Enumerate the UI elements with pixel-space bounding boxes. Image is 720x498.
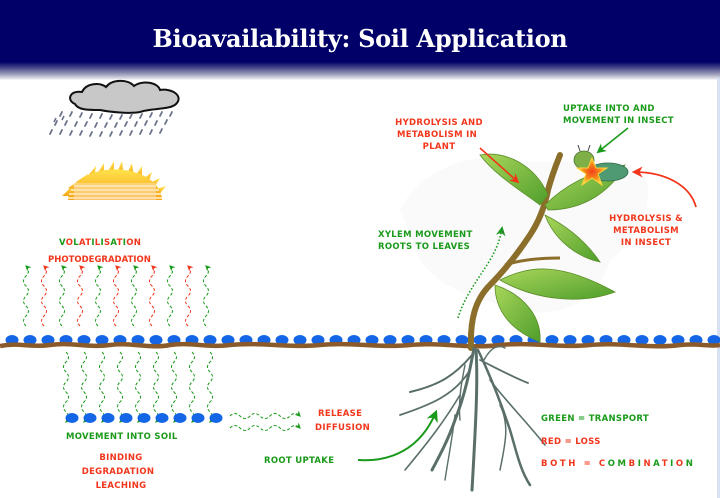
letter: N — [643, 459, 654, 469]
header-bar: Bioavailability: Soil Application — [0, 0, 720, 80]
label-line: DEGRADATION — [81, 467, 155, 477]
letter: I — [91, 238, 95, 248]
subsoil-particles — [65, 413, 223, 423]
letter: L — [73, 238, 79, 248]
letter: A — [653, 459, 662, 469]
xylem-movement-label: XYLEM MOVEMENT ROOTS TO LEAVES — [378, 229, 473, 253]
legend-both: BOTH = COMBINATION — [541, 458, 695, 470]
label-line: UPTAKE INTO AND — [563, 104, 655, 114]
slide-right-border — [717, 78, 720, 498]
soil-surface-line — [0, 341, 720, 349]
label-line: LEACHING — [95, 481, 147, 491]
arrow-insect-metabolism — [631, 166, 697, 208]
label-line: BINDING — [99, 453, 143, 463]
movement-into-soil-label: MOVEMENT INTO SOIL — [66, 432, 178, 442]
letter: O — [65, 238, 74, 248]
letter: L — [94, 238, 101, 248]
label-line: METABOLISM — [613, 226, 679, 236]
letter: I — [100, 238, 104, 248]
root-uptake-label: ROOT UPTAKE — [264, 456, 335, 466]
arrow-root-uptake — [357, 409, 438, 462]
label-line: HYDROLYSIS & — [609, 214, 683, 224]
label-line: IN INSECT — [620, 238, 672, 248]
legend-red: RED = LOSS — [541, 437, 601, 447]
impact-star-icon — [575, 156, 609, 187]
letter: T — [116, 238, 123, 248]
label-line: MOVEMENT IN INSECT — [563, 116, 674, 126]
label-line: PLANT — [422, 142, 456, 152]
volatilisation-label: VOLATILISATION — [59, 237, 141, 249]
hydrolysis-insect-label: HYDROLYSIS & METABOLISM IN INSECT — [603, 213, 689, 249]
letter: O — [126, 238, 134, 248]
diffusion-label: DIFFUSION — [315, 423, 371, 433]
letter: I — [122, 238, 127, 248]
letter: C — [598, 459, 608, 469]
letter: S — [103, 238, 111, 248]
uptake-insect-label: UPTAKE INTO AND MOVEMENT IN INSECT — [563, 103, 674, 127]
letter: O — [675, 459, 686, 469]
label-line: XYLEM MOVEMENT — [378, 230, 473, 240]
legend-both-prefix: BOTH = — [541, 459, 599, 469]
slide-title: Bioavailability: Soil Application — [152, 24, 568, 53]
label-line: HYDROLYSIS AND — [395, 118, 483, 128]
label-line: ROOTS TO LEAVES — [378, 242, 471, 252]
hydrolysis-plant-label: HYDROLYSIS AND METABOLISM IN PLANT — [393, 117, 485, 153]
rain-cloud-icon — [49, 79, 180, 137]
letter: B — [628, 459, 638, 469]
legend-green: GREEN = TRANSPORT — [541, 414, 649, 424]
letter: V — [59, 238, 66, 248]
letter: M — [617, 459, 629, 469]
letter: A — [78, 238, 86, 248]
photodegradation-label: PHOTODEGRADATION — [48, 255, 151, 265]
letter: N — [685, 459, 696, 469]
soil-fates-label: BINDING DEGRADATION LEACHING — [82, 451, 160, 493]
letter: A — [110, 238, 117, 248]
rising-sun-icon — [62, 161, 166, 200]
letter: T — [661, 459, 671, 469]
release-diffusion-arrows — [229, 410, 301, 431]
arrow-plant-metabolism — [479, 147, 520, 184]
label-line: METABOLISM IN — [397, 130, 477, 140]
arrow-insect-uptake — [596, 127, 629, 154]
letter: T — [85, 238, 92, 248]
letter: I — [637, 459, 644, 469]
letter: N — [133, 238, 142, 248]
volatilisation-arrows — [23, 265, 212, 327]
movement-into-soil-arrows — [63, 351, 216, 423]
plant-roots — [399, 345, 546, 492]
letter: I — [670, 459, 676, 469]
arrow-xylem — [457, 226, 506, 319]
letter: O — [607, 459, 618, 469]
release-label: RELEASE — [318, 409, 363, 419]
